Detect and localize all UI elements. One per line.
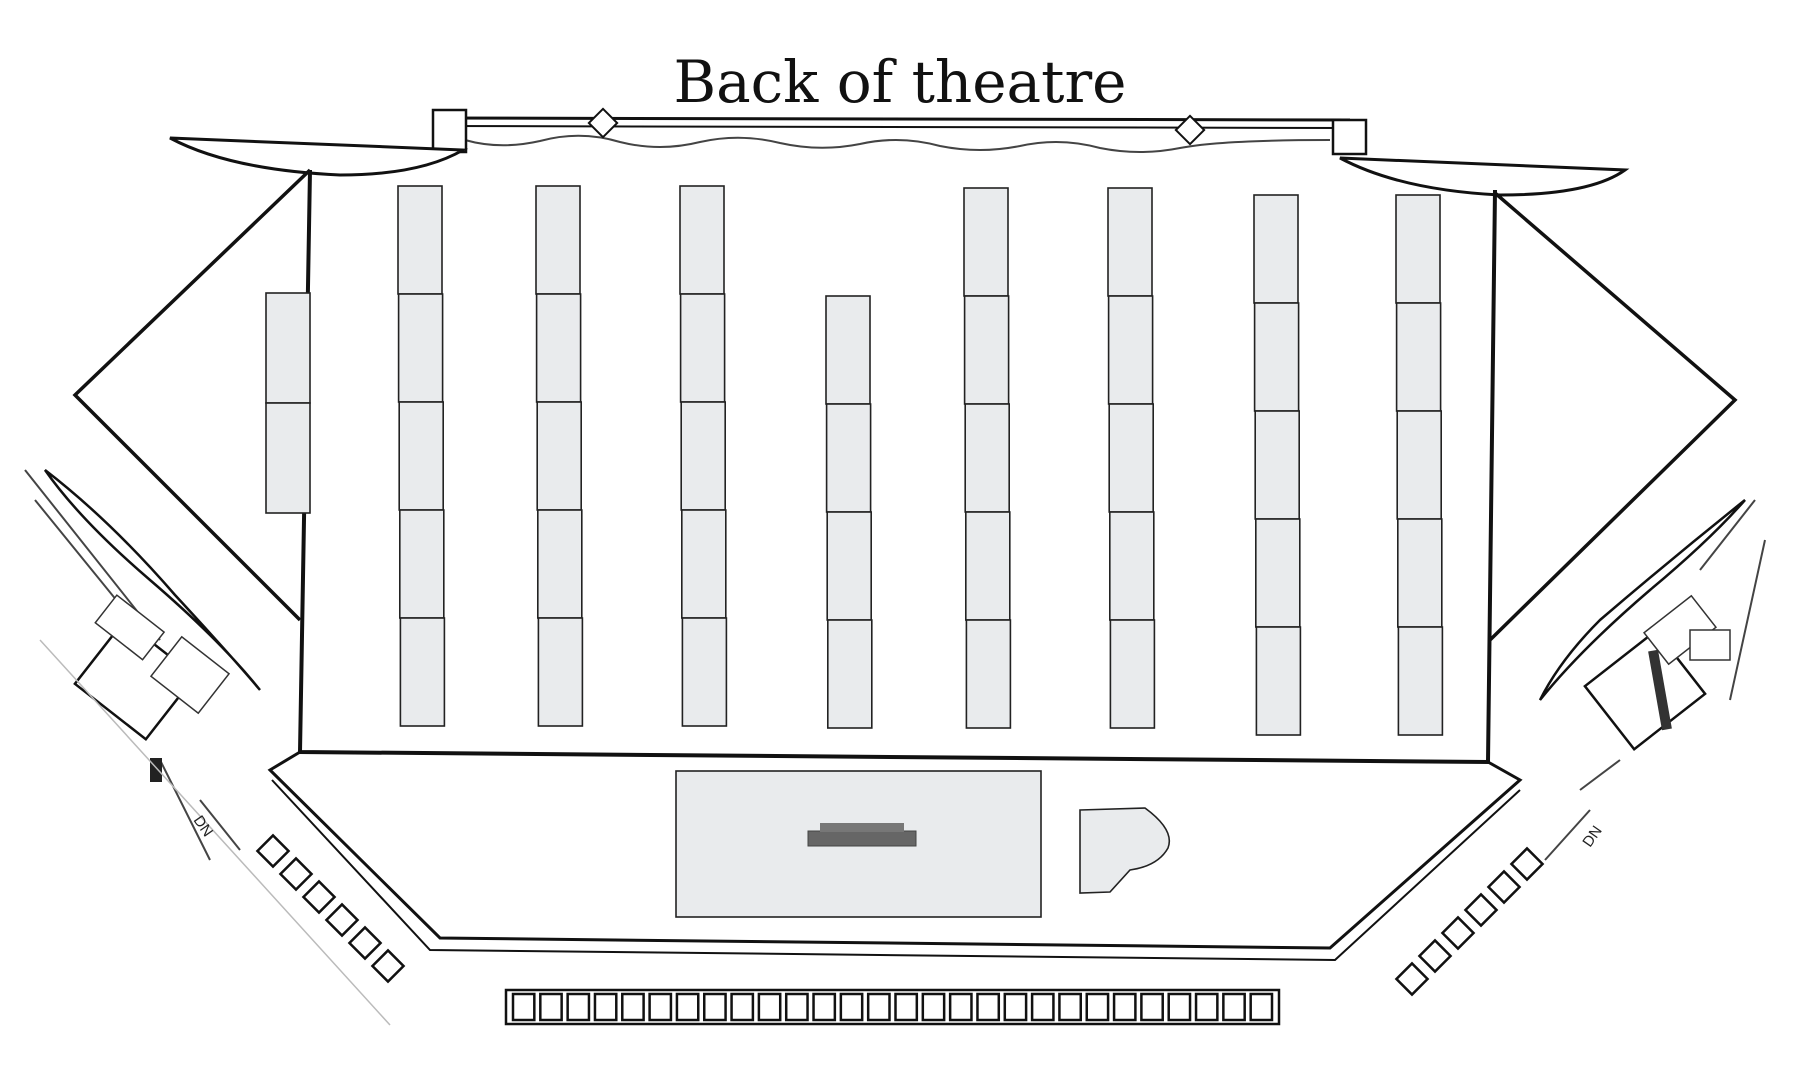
seating-table	[1253, 194, 1299, 304]
seating-table	[963, 187, 1009, 297]
stage-light	[921, 992, 946, 1022]
seating-table	[1109, 619, 1156, 729]
stage-lights	[255, 833, 1545, 1026]
seating-table	[680, 509, 727, 619]
seating-table	[826, 619, 873, 729]
back-wall	[431, 107, 1368, 156]
seating-table	[398, 401, 445, 511]
stage-light	[347, 925, 383, 961]
seating-table	[536, 401, 583, 511]
side-table	[265, 292, 311, 404]
seating-table	[826, 511, 873, 621]
seating-hall-outline	[297, 169, 1497, 765]
stage	[267, 750, 1523, 962]
seating-table	[536, 509, 583, 619]
stage-light	[948, 992, 973, 1022]
stage-light	[324, 902, 360, 938]
stage-light	[1112, 992, 1137, 1022]
stage-light	[1463, 892, 1499, 928]
seating-table	[535, 293, 582, 403]
exit-label-right: DN	[1579, 823, 1605, 851]
seating-table	[963, 295, 1010, 405]
stage-light	[593, 992, 618, 1022]
side-table	[265, 402, 311, 514]
seating-table	[1255, 518, 1301, 628]
seating-table	[825, 295, 871, 405]
stage-light	[839, 992, 864, 1022]
stage-light	[1030, 992, 1055, 1022]
side-bays	[72, 168, 1738, 642]
stage-light	[1140, 992, 1164, 1022]
stage-light	[1222, 992, 1246, 1022]
stage-light	[866, 992, 891, 1022]
seating-table	[679, 293, 726, 403]
stage-light	[703, 992, 727, 1022]
stage-light	[1509, 846, 1545, 882]
stage-light	[784, 992, 809, 1022]
seating-table	[398, 509, 445, 619]
stage-light	[757, 992, 782, 1022]
stage-light	[255, 833, 291, 869]
stage-light	[539, 992, 563, 1022]
seating-table	[1253, 302, 1300, 412]
seating-table	[1107, 187, 1153, 297]
seating-table	[1109, 511, 1155, 621]
stage-light	[1440, 915, 1476, 951]
seating-table	[397, 293, 444, 403]
stage-light	[730, 992, 755, 1022]
stage-light	[1058, 992, 1083, 1022]
seating-table	[965, 619, 1012, 729]
stage-light	[278, 856, 314, 892]
piano	[1079, 807, 1170, 894]
stage-light	[511, 992, 536, 1022]
left-exit	[24, 469, 391, 1026]
right-exit	[1544, 499, 1766, 861]
seating-table	[825, 403, 872, 513]
diagram-title: Back of theatre	[673, 48, 1127, 116]
podium-top	[807, 830, 917, 847]
seating-table	[1395, 194, 1441, 304]
stage-light	[675, 992, 700, 1022]
seating-area	[265, 185, 1444, 736]
seating-table	[399, 617, 446, 727]
podium-cap	[820, 823, 904, 832]
seating-table	[1397, 518, 1443, 628]
seating-table	[964, 511, 1011, 621]
seating-table	[679, 185, 725, 295]
stage-light	[1486, 869, 1522, 905]
seating-table	[1108, 403, 1154, 513]
footlight-rail	[504, 988, 1281, 1026]
seating-table	[680, 401, 727, 511]
stage-light	[894, 992, 919, 1022]
stage-light	[1167, 992, 1192, 1022]
stage-light	[976, 992, 1001, 1022]
seating-table	[681, 617, 728, 727]
seating-table	[535, 185, 581, 295]
stage-light	[370, 948, 406, 984]
seating-table	[1255, 626, 1302, 736]
seating-table	[1254, 410, 1300, 520]
seating-table	[1396, 410, 1442, 520]
seating-table	[1107, 295, 1154, 405]
stage-light	[1394, 961, 1430, 997]
stage-light	[1249, 992, 1274, 1022]
seating-table	[964, 403, 1011, 513]
corner-drapes	[43, 136, 1746, 701]
stage-light	[566, 992, 591, 1022]
stage-light	[1003, 992, 1028, 1022]
stage-light	[301, 879, 337, 915]
stage-light	[648, 992, 673, 1022]
seating-table	[1397, 626, 1444, 736]
seating-table	[1395, 302, 1442, 412]
seating-table	[537, 617, 584, 727]
seating-table	[397, 185, 443, 295]
stage-light	[1194, 992, 1219, 1022]
stage-light	[1085, 992, 1110, 1022]
stage-light	[621, 992, 645, 1022]
stage-light	[1417, 938, 1453, 974]
stage-light	[812, 992, 837, 1022]
